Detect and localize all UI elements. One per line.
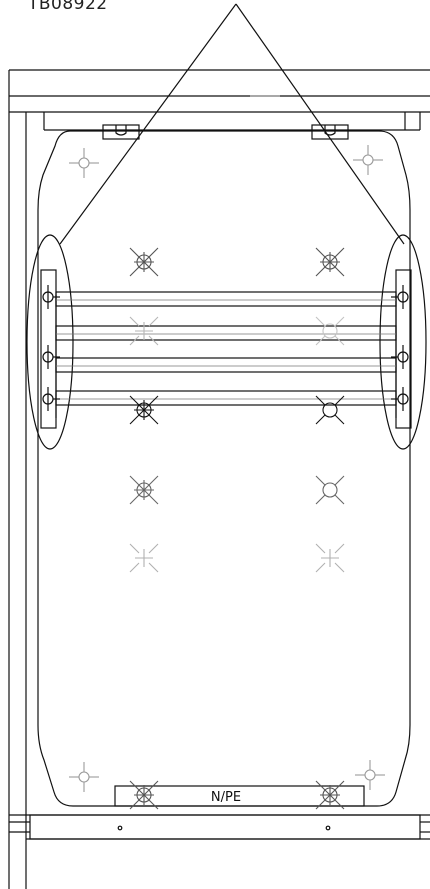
highlight-ellipse-right <box>379 234 427 450</box>
mount-point-r5-right <box>315 543 345 573</box>
mount-point-r4-right <box>315 475 345 505</box>
corner-fixing-top-left <box>68 147 100 179</box>
highlight-ellipse-left <box>26 234 74 450</box>
mount-point-r2-left <box>129 316 159 346</box>
top-hook-right <box>311 124 349 140</box>
npe-bar <box>114 785 365 807</box>
mount-point-r2-right <box>315 316 345 346</box>
npe-bar-label: N/PE <box>211 790 241 805</box>
drawing-code: TB08922 <box>28 0 108 14</box>
busbar-supports <box>42 285 409 411</box>
mount-point-bottom-right <box>315 780 345 810</box>
cabinet-frame <box>8 69 430 889</box>
mount-point-r3-right <box>315 395 345 425</box>
mount-point-r1-right <box>315 247 345 277</box>
callout-lines <box>59 3 405 245</box>
top-hook-left <box>102 124 140 140</box>
base-rail <box>9 814 430 840</box>
mount-point-r4-left <box>129 475 159 505</box>
mount-point-r5-left <box>129 543 159 573</box>
corner-fixing-top-right <box>352 144 384 176</box>
busbars <box>55 291 397 406</box>
mount-point-r1-left <box>129 247 159 277</box>
mount-point-r3-left <box>129 395 159 425</box>
mount-point-bottom-left <box>129 780 159 810</box>
mounting-plate <box>37 130 411 807</box>
corner-fixing-bottom-left <box>68 761 100 793</box>
